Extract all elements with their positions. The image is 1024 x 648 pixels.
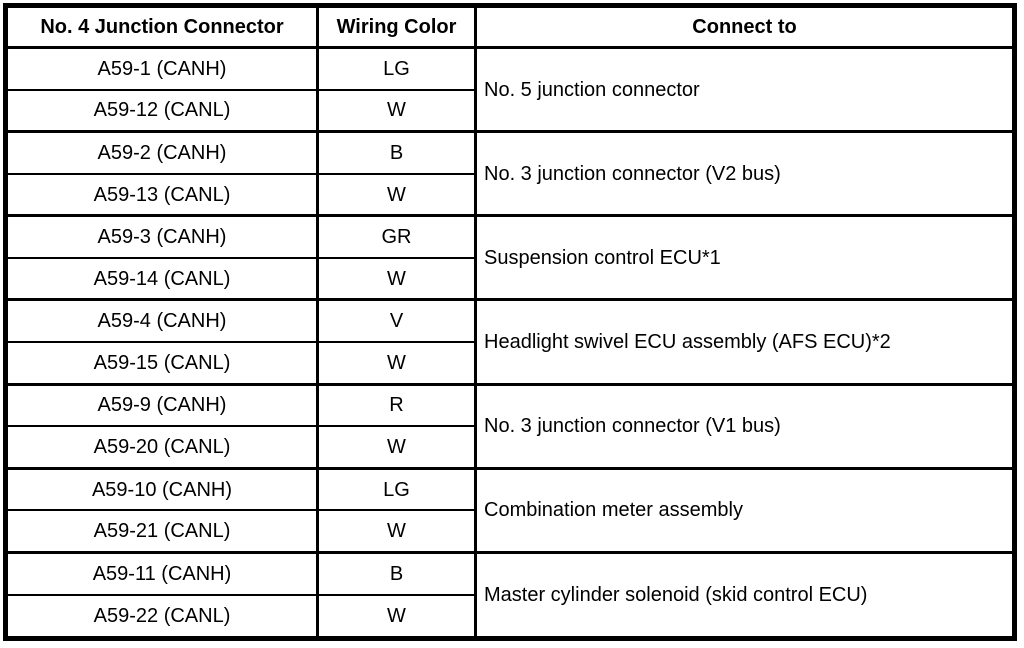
wiring-color-cell: LG bbox=[316, 45, 477, 91]
connector-pin-cell: A59-21 (CANL) bbox=[4, 509, 319, 554]
header-connect-to: Connect to bbox=[474, 5, 1016, 49]
connector-pin-cell: A59-2 (CANH) bbox=[4, 130, 319, 175]
header-connector: No. 4 Junction Connector bbox=[4, 5, 319, 49]
table-row: A59-14 (CANL)W bbox=[4, 256, 1015, 301]
connector-pin-cell: A59-15 (CANL) bbox=[4, 341, 319, 386]
connect-to-cell: Suspension control ECU*1 bbox=[474, 214, 1016, 302]
connect-to-cell: No. 3 junction connector (V2 bus) bbox=[474, 130, 1016, 218]
connect-to-cell: No. 5 junction connector bbox=[474, 45, 1016, 134]
wiring-color-cell: W bbox=[316, 256, 477, 301]
table-header: No. 4 Junction Connector Wiring Color Co… bbox=[4, 5, 1016, 49]
connector-pin-cell: A59-14 (CANL) bbox=[4, 256, 319, 301]
connector-pin-cell: A59-13 (CANL) bbox=[4, 172, 319, 217]
wiring-table-container: No. 4 Junction Connector Wiring Color Co… bbox=[3, 3, 1017, 641]
wiring-color-cell: B bbox=[316, 550, 477, 596]
header-row: No. 4 Junction Connector Wiring Color Co… bbox=[4, 5, 1016, 49]
connector-pin-cell: A59-3 (CANH) bbox=[4, 214, 319, 259]
table-row: A59-15 (CANL)W bbox=[4, 341, 1015, 386]
wiring-color-cell: LG bbox=[316, 466, 477, 512]
wiring-color-cell: W bbox=[316, 509, 477, 554]
wiring-color-cell: GR bbox=[316, 214, 477, 259]
wiring-color-cell: W bbox=[316, 341, 477, 386]
connect-to-cell: Headlight swivel ECU assembly (AFS ECU)*… bbox=[474, 298, 1016, 386]
connect-to-cell: Combination meter assembly bbox=[474, 466, 1016, 554]
table-row: A59-22 (CANL)W bbox=[4, 593, 1015, 640]
connector-pin-cell: A59-10 (CANH) bbox=[4, 466, 319, 512]
connector-pin-cell: A59-9 (CANH) bbox=[4, 382, 319, 428]
wiring-color-cell: W bbox=[316, 593, 477, 640]
wiring-color-cell: W bbox=[316, 88, 477, 133]
wiring-color-cell: W bbox=[316, 425, 477, 470]
table-row: A59-20 (CANL)W bbox=[4, 425, 1015, 470]
junction-connector-table: No. 4 Junction Connector Wiring Color Co… bbox=[3, 3, 1017, 641]
wiring-color-cell: R bbox=[316, 382, 477, 428]
connect-to-cell: No. 3 junction connector (V1 bus) bbox=[474, 382, 1016, 470]
wiring-color-cell: V bbox=[316, 298, 477, 344]
connector-pin-cell: A59-1 (CANH) bbox=[4, 45, 319, 91]
connector-pin-cell: A59-12 (CANL) bbox=[4, 88, 319, 133]
connector-pin-cell: A59-11 (CANH) bbox=[4, 550, 319, 596]
table-row: A59-21 (CANL)W bbox=[4, 509, 1015, 554]
table-row: A59-13 (CANL)W bbox=[4, 172, 1015, 217]
wiring-color-cell: B bbox=[316, 130, 477, 175]
wiring-color-cell: W bbox=[316, 172, 477, 217]
header-wiring-color: Wiring Color bbox=[316, 5, 477, 49]
connect-to-cell: Master cylinder solenoid (skid control E… bbox=[474, 550, 1016, 641]
connector-pin-cell: A59-22 (CANL) bbox=[4, 593, 319, 640]
connector-pin-cell: A59-4 (CANH) bbox=[4, 298, 319, 344]
connector-pin-cell: A59-20 (CANL) bbox=[4, 425, 319, 470]
table-row: A59-12 (CANL)W bbox=[4, 88, 1015, 133]
